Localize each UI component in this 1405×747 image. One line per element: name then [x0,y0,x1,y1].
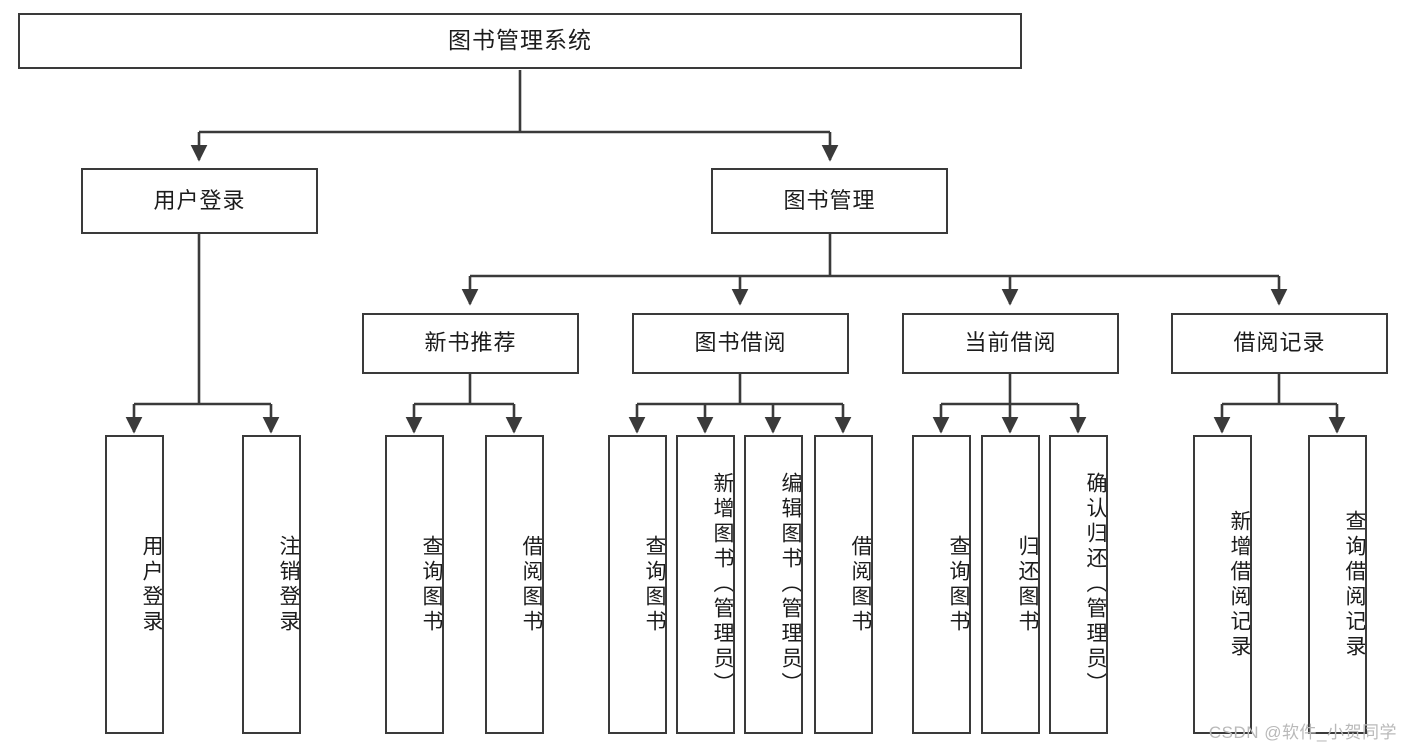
node-label: 编辑图书（管理员） [779,472,802,697]
node-label: 确认归还（管理员） [1084,472,1107,697]
leaf-new-book-query[interactable]: 查询图书 [385,435,444,734]
node-label: 图书管理系统 [448,27,592,54]
node-label: 新增图书（管理员） [711,472,734,697]
leaf-current-borrow-query[interactable]: 查询图书 [912,435,971,734]
node-current-borrow[interactable]: 当前借阅 [902,313,1119,374]
node-root-system[interactable]: 图书管理系统 [18,13,1022,69]
node-label: 用户登录 [153,187,246,213]
node-label: 借阅图书 [520,534,543,635]
node-label: 图书借阅 [694,330,787,356]
watermark: CSDN @软件_小贺同学 [1208,723,1397,742]
node-label: 注销登录 [277,534,300,635]
node-label: 归还图书 [1016,534,1039,635]
leaf-book-borrow-edit[interactable]: 编辑图书（管理员） [744,435,803,734]
node-user-login[interactable]: 用户登录 [81,168,318,234]
node-label: 借阅图书 [849,534,872,635]
node-book-management[interactable]: 图书管理 [711,168,948,234]
leaf-new-book-borrow[interactable]: 借阅图书 [485,435,544,734]
leaf-book-borrow-borrow[interactable]: 借阅图书 [814,435,873,734]
leaf-current-borrow-return[interactable]: 归还图书 [981,435,1040,734]
node-new-book-recommend[interactable]: 新书推荐 [362,313,579,374]
leaf-user-login-logout[interactable]: 注销登录 [242,435,301,734]
node-label: 查询图书 [420,534,443,635]
node-label: 查询图书 [947,534,970,635]
node-book-borrow[interactable]: 图书借阅 [632,313,849,374]
leaf-book-borrow-add[interactable]: 新增图书（管理员） [676,435,735,734]
node-label: 新书推荐 [424,330,517,356]
leaf-user-login-login[interactable]: 用户登录 [105,435,164,734]
leaf-borrow-record-add[interactable]: 新增借阅记录 [1193,435,1252,734]
node-borrow-record[interactable]: 借阅记录 [1171,313,1388,374]
node-label: 新增借阅记录 [1228,509,1251,660]
node-label: 借阅记录 [1233,330,1326,356]
leaf-book-borrow-query[interactable]: 查询图书 [608,435,667,734]
node-label: 查询借阅记录 [1343,509,1366,660]
node-label: 用户登录 [140,534,163,635]
leaf-borrow-record-query[interactable]: 查询借阅记录 [1308,435,1367,734]
node-label: 查询图书 [643,534,666,635]
leaf-current-borrow-confirm-return[interactable]: 确认归还（管理员） [1049,435,1108,734]
node-label: 图书管理 [783,187,876,213]
node-label: 当前借阅 [964,330,1057,356]
